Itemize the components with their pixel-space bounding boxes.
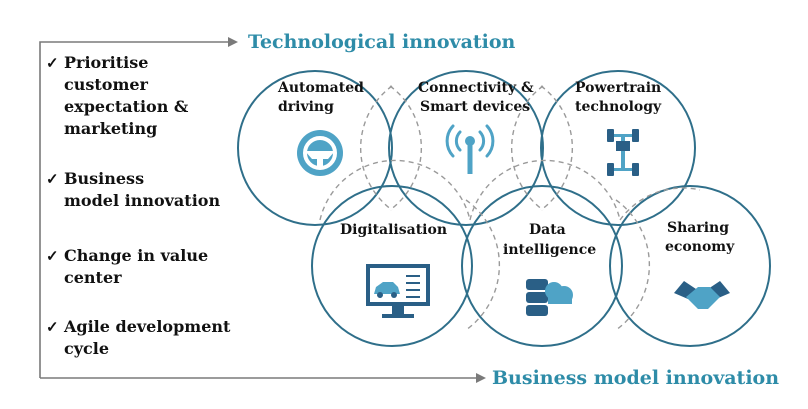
steering-wheel-icon [297,130,343,176]
label-sharing-economy-line2: economy [665,239,735,255]
checklist-item-text: Agile development cycle [64,317,231,358]
monitor-car-icon [366,264,430,318]
checklist-item: ✓ Change in value center [46,245,208,289]
label-powertrain-line2: technology [575,99,662,115]
checklist-item-text: Change in value center [64,246,209,287]
label-automated-driving-line1: Automated [277,80,364,96]
label-powertrain: Powertrain technology [575,80,666,115]
top-axis-arrow [39,41,228,378]
check-icon: ✓ [46,247,59,265]
database-cloud-icon [526,279,573,316]
top-axis-label: Technological innovation [248,31,516,53]
circle-data-intelligence [461,185,623,347]
label-data-intelligence-line1: Data [529,222,566,238]
bottom-arrowhead-icon [476,373,486,383]
label-connectivity: Connectivity & Smart devices [418,80,539,115]
label-automated-driving: Automated driving [277,80,369,115]
label-sharing-economy: Sharing economy [665,220,735,255]
check-icon: ✓ [46,318,59,336]
checklist-item-text: Business model innovation [64,169,221,210]
checklist-item-text: Prioritise customer expectation & market… [64,53,189,138]
bottom-axis-label: Business model innovation [492,367,779,389]
label-automated-driving-line2: driving [278,99,334,115]
circle-connectivity [388,70,544,226]
label-sharing-economy-line1: Sharing [667,220,729,236]
label-data-intelligence-line2: intelligence [503,242,596,258]
check-icon: ✓ [46,170,59,188]
axis-arrows [39,37,486,383]
label-powertrain-line1: Powertrain [575,80,661,96]
check-icon: ✓ [46,54,59,72]
label-digitalisation: Digitalisation [340,222,447,238]
label-data-intelligence: Data intelligence [503,222,596,258]
antenna-signal-icon [445,124,495,174]
checklist-item: ✓ Business model innovation [46,168,220,212]
top-arrowhead-icon [228,37,238,47]
overlap-dashes [319,85,701,331]
label-connectivity-line1: Connectivity & [418,80,534,96]
checklist-item: ✓ Agile development cycle [46,316,230,360]
circle-powertrain [540,70,696,226]
circle-sharing-economy [609,185,771,347]
label-connectivity-line2: Smart devices [420,99,530,115]
circle-digitalisation [311,185,473,347]
drivetrain-chassis-icon [607,129,639,176]
checklist-item: ✓ Prioritise customer expectation & mark… [46,52,188,140]
handshake-icon [674,281,730,309]
